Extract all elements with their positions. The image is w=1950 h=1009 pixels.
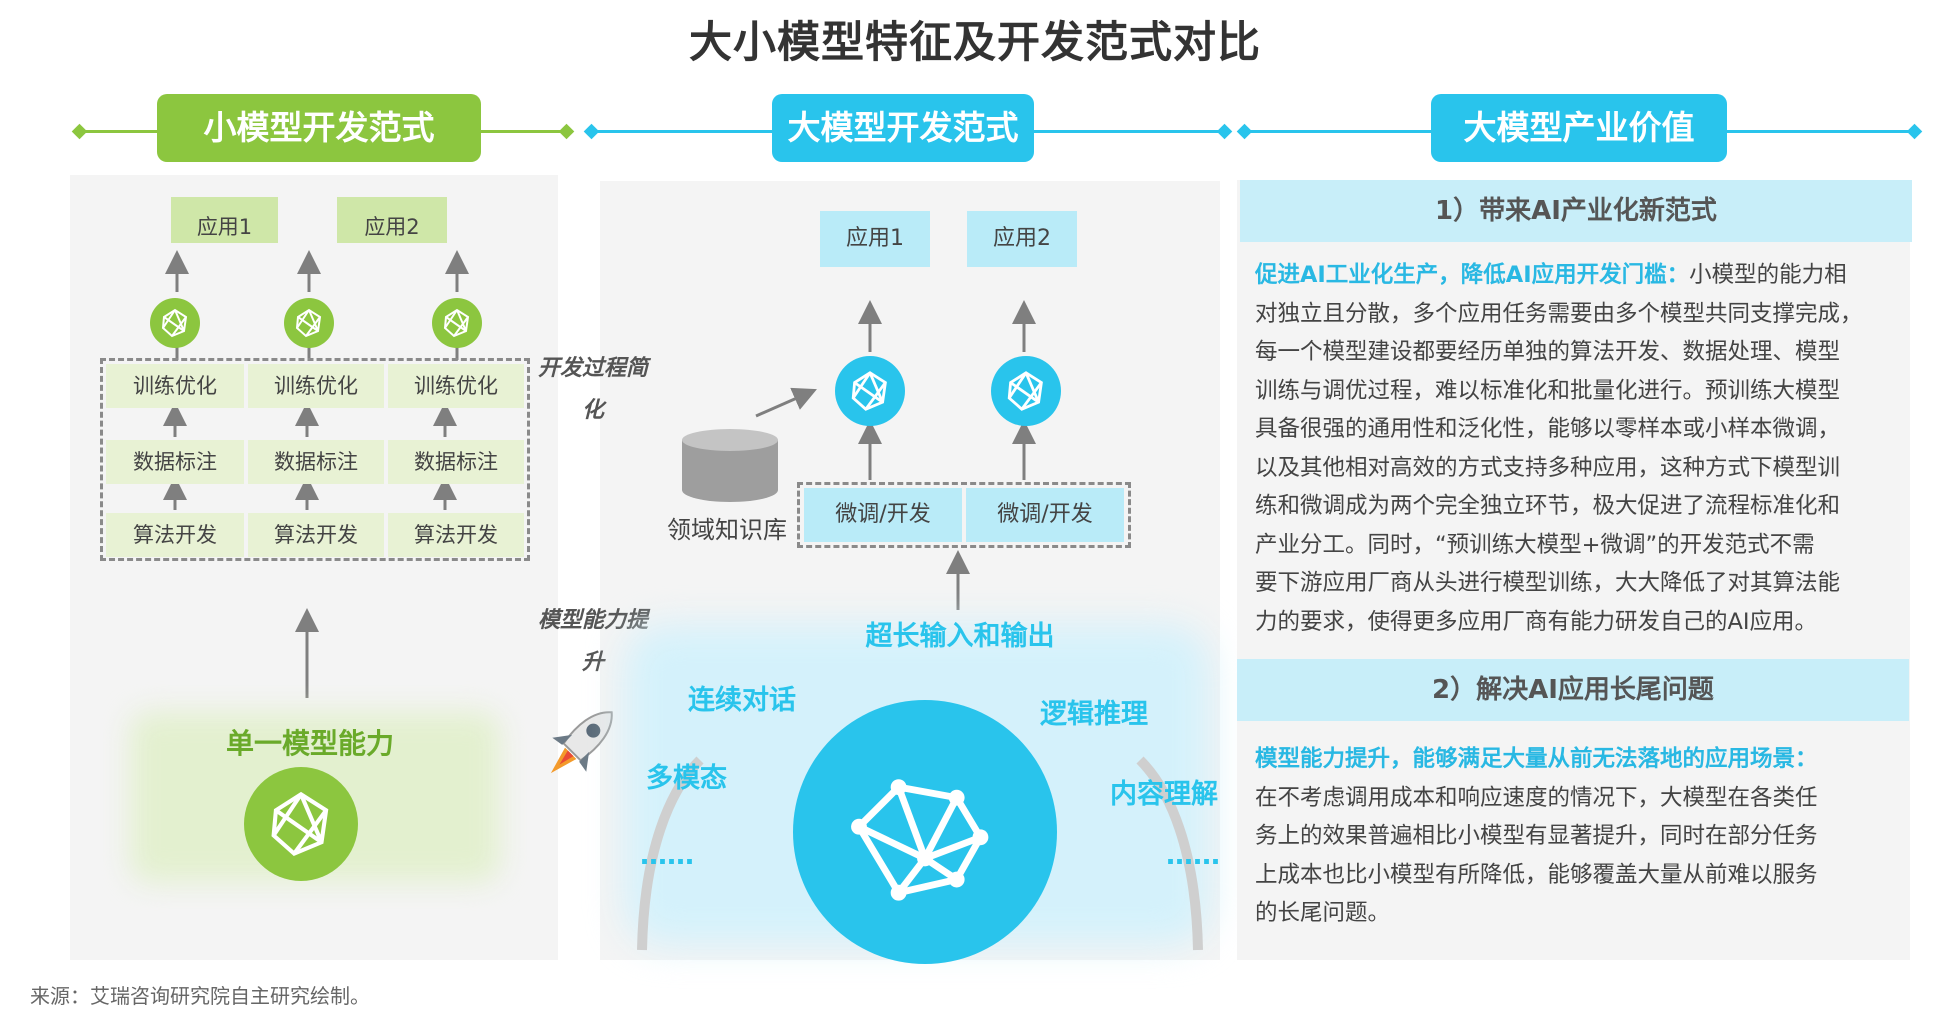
database-icon xyxy=(680,428,780,504)
capability-more-right: …… xyxy=(1166,840,1220,871)
middle-model-node-2 xyxy=(991,356,1061,426)
section1-paragraph: 促进AI工业化生产，降低AI应用开发门槛：小模型的能力相 对独立且分散，多个应用… xyxy=(1255,256,1915,641)
section1-line-text: 小模型的能力相 xyxy=(1689,262,1847,288)
section2-highlight: 模型能力提升，能够满足大量从前无法落地的应用场景： xyxy=(1255,740,1915,779)
knowledge-base-label: 领域知识库 xyxy=(652,510,802,545)
capability-understanding: 内容理解 xyxy=(1110,772,1218,811)
section1-line-1: 促进AI工业化生产，降低AI应用开发门槛：小模型的能力相 xyxy=(1255,256,1915,295)
section2-heading: 2）解决AI应用长尾问题 xyxy=(1237,659,1909,721)
finetune-2: 微调/开发 xyxy=(966,488,1124,542)
network-node-icon xyxy=(835,356,905,426)
section1-line-4: 训练与调优过程，难以标准化和批量化进行。预训练大模型 xyxy=(1255,372,1915,411)
capability-long-io: 超长输入和输出 xyxy=(760,614,1160,653)
finetune-label: 微调/开发 xyxy=(835,502,930,527)
finetune-1: 微调/开发 xyxy=(804,488,962,542)
section2-line-1: 在不考虑调用成本和响应速度的情况下，大模型在各类任 xyxy=(1255,779,1915,818)
section1-line-3: 每一个模型建设都要经历单独的算法开发、数据处理、模型 xyxy=(1255,333,1915,372)
right-header: 大模型产业价值 xyxy=(1431,94,1727,162)
source-note: 来源：艾瑞咨询研究院自主研究绘制。 xyxy=(30,980,370,1009)
section1-line-6: 以及其他相对高效的方式支持多种应用，这种方式下模型训 xyxy=(1255,449,1915,488)
large-model-core xyxy=(793,700,1057,964)
section2-paragraph: 模型能力提升，能够满足大量从前无法落地的应用场景： 在不考虑调用成本和响应速度的… xyxy=(1255,740,1915,933)
network-node-icon xyxy=(991,356,1061,426)
capability-dialogue: 连续对话 xyxy=(688,678,796,717)
section1-line-2: 对独立且分散，多个应用任务需要由多个模型共同支撑完成， xyxy=(1255,295,1915,334)
section2-line-4: 的长尾问题。 xyxy=(1255,894,1915,933)
finetune-label: 微调/开发 xyxy=(997,502,1092,527)
section1-line-10: 力的要求，使得更多应用厂商有能力研发自己的AI应用。 xyxy=(1255,603,1915,642)
section2-line-3: 上成本也比小模型有所降低，能够覆盖大量从前难以服务 xyxy=(1255,856,1915,895)
section1-line-8: 产业分工。同时，“预训练大模型+微调”的开发范式不需 xyxy=(1255,526,1915,565)
section1-line-7: 练和微调成为两个完全独立环节，极大促进了流程标准化和 xyxy=(1255,487,1915,526)
right-line-start-marker xyxy=(1237,124,1253,140)
capability-more-left: …… xyxy=(640,840,694,871)
section1-heading: 1）带来AI产业化新范式 xyxy=(1240,180,1912,242)
section1-line-5: 具备很强的通用性和泛化性，能够以零样本或小样本微调， xyxy=(1255,410,1915,449)
section2-line-2: 务上的效果普遍相比小模型有显著提升，同时在部分任务 xyxy=(1255,817,1915,856)
middle-model-node-1 xyxy=(835,356,905,426)
section1-line-9: 要下游应用厂商从头进行模型训练，大大降低了对其算法能 xyxy=(1255,564,1915,603)
right-line-end-marker xyxy=(1907,124,1923,140)
network-node-icon xyxy=(793,700,1057,964)
capability-multimodal: 多模态 xyxy=(646,756,727,795)
section1-highlight: 促进AI工业化生产，降低AI应用开发门槛： xyxy=(1255,262,1689,288)
